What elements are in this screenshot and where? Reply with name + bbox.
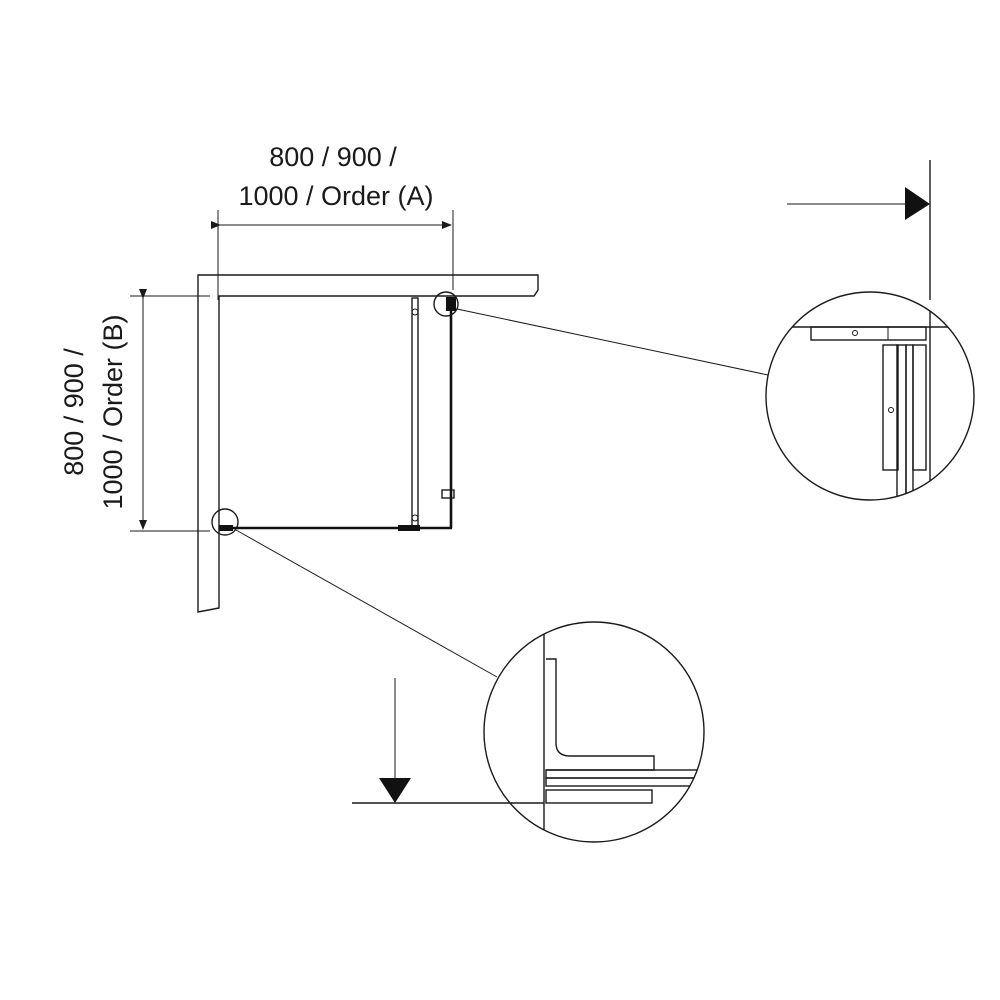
detail-marker-bottom [211, 508, 239, 536]
detail-top-arrow-icon [905, 187, 930, 220]
detail-marker-top [433, 291, 459, 317]
hinge-top [411, 308, 419, 316]
detail-circle-bottom [483, 621, 705, 843]
hinge-bottom [411, 514, 419, 522]
detail-top-screw-1 [852, 330, 858, 336]
width-dimension: 800 / 900 / 1000 / Order (A) [211, 142, 454, 300]
detail-circle-top [765, 291, 975, 501]
wall-corner [197, 274, 539, 613]
detail-view-top [765, 160, 975, 501]
detail-bottom-glass-a [545, 769, 704, 779]
detail-top-screw-2 [888, 407, 894, 413]
detail-bottom-arrow-icon [379, 778, 411, 803]
wall-profile-top [446, 297, 456, 311]
detail-view-bottom [352, 621, 705, 843]
detail-bottom-wall-profile [546, 658, 655, 771]
detail-bottom-glass-b [545, 777, 704, 787]
width-label-line2: 1000 / Order (A) [238, 181, 433, 211]
wall-profile-bottom [219, 525, 233, 531]
wall-outline [197, 274, 539, 613]
corner-profile [398, 525, 420, 531]
detail-bottom-seal [545, 789, 653, 804]
depth-label-line1: 800 / 900 / [59, 348, 89, 476]
handle [441, 489, 455, 499]
leader-line-bottom [235, 529, 498, 678]
depth-label-line2: 1000 / Order (B) [98, 314, 128, 509]
width-label-line1: 800 / 900 / [269, 142, 397, 172]
detail-top-door-leaf [882, 344, 899, 471]
detail-top-glass-b [905, 344, 914, 500]
leader-line-top [456, 308, 769, 376]
detail-top-profile [912, 344, 927, 471]
detail-top-wall-profile [810, 326, 927, 341]
depth-dimension: 800 / 900 / 1000 / Order (B) [59, 289, 210, 532]
door-panel [411, 297, 419, 527]
enclosure-plan [219, 297, 456, 531]
